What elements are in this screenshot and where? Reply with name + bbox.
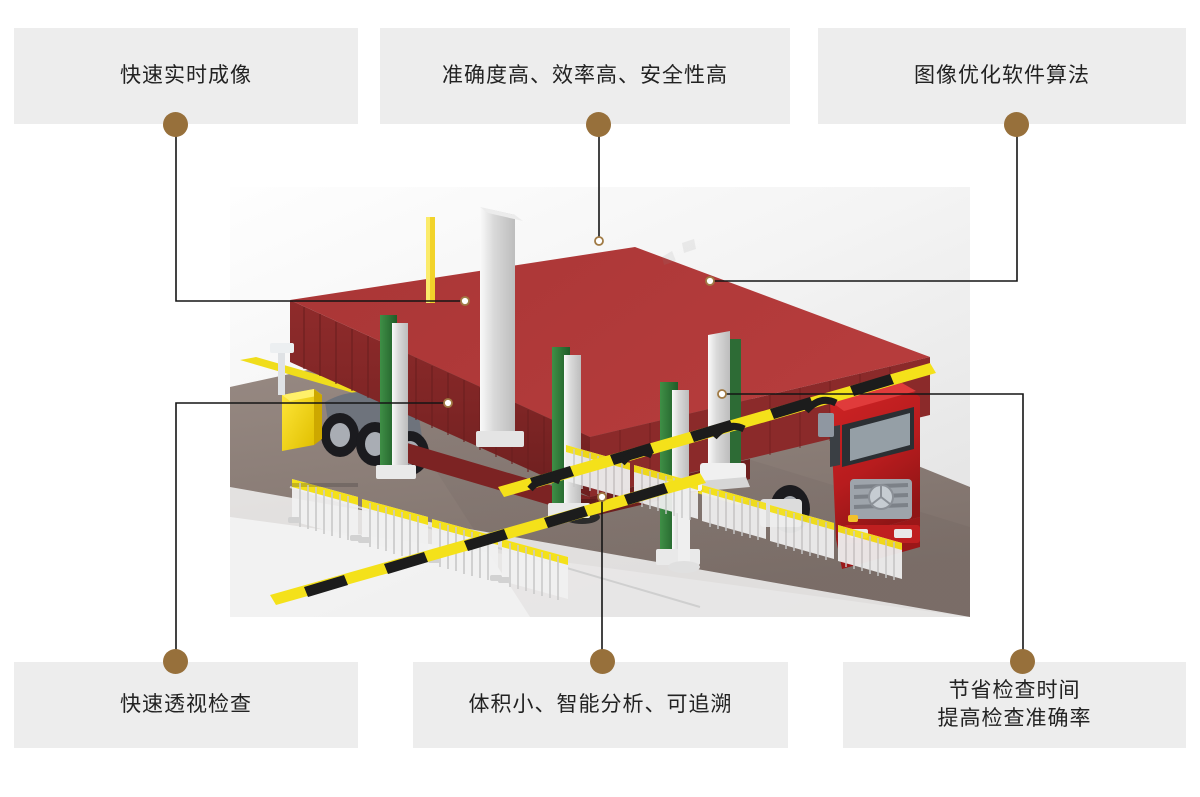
callout-fast-perspective-inspection[interactable]: 快速透视检查 (14, 662, 358, 748)
callout-label: 快速透视检查 (120, 692, 252, 716)
callout-dot-image-optimization (1004, 112, 1029, 137)
callout-dot-fast-realtime-imaging (163, 112, 188, 137)
callout-label: 体积小、智能分析、可追溯 (468, 692, 733, 716)
callout-label: 快速实时成像 (120, 63, 252, 87)
callout-label: 节省检查时间 提高检查准确率 (937, 678, 1092, 730)
callout-dot-fast-perspective (163, 649, 188, 674)
scanner-scene-image (230, 187, 970, 617)
callout-dot-save-time (1010, 649, 1035, 674)
callout-image-optimization-algorithm[interactable]: 图像优化软件算法 (818, 28, 1186, 124)
callout-save-time-improve-accuracy[interactable]: 节省检查时间 提高检查准确率 (843, 662, 1186, 748)
callout-compact-smart-traceable[interactable]: 体积小、智能分析、可追溯 (413, 662, 788, 748)
callout-dot-high-accuracy (586, 112, 611, 137)
callout-dot-compact-smart (590, 649, 615, 674)
callout-fast-realtime-imaging[interactable]: 快速实时成像 (14, 28, 358, 124)
callout-label: 图像优化软件算法 (914, 63, 1090, 87)
callout-label: 准确度高、效率高、安全性高 (442, 63, 728, 87)
callout-high-accuracy-efficiency-safety[interactable]: 准确度高、效率高、安全性高 (380, 28, 790, 124)
